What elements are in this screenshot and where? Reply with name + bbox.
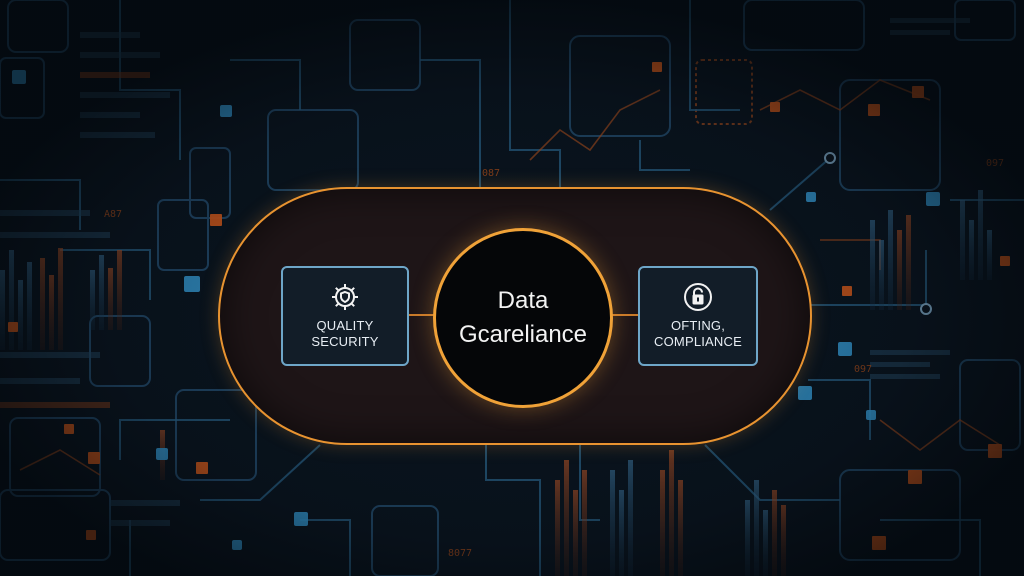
bg-label-1: A87	[104, 209, 122, 220]
bg-label-5: 097	[854, 364, 872, 375]
hub-title-line1: Data	[497, 287, 549, 314]
security-label: SECURITY	[311, 334, 379, 349]
ofting-label: OFTING,	[670, 318, 726, 333]
bg-label-4: 097	[986, 158, 1004, 169]
compliance-module[interactable]: OFTING, COMPLIANCE	[638, 266, 758, 366]
bg-label-3: 8077	[448, 548, 472, 559]
data-governance-hub[interactable]: Data Gcareliance	[433, 228, 613, 408]
gear-shield-icon	[332, 284, 358, 310]
right-connector	[611, 314, 639, 316]
hub-title-line2: Gcareliance	[458, 321, 588, 348]
quality-security-module[interactable]: QUALITY SECURITY	[281, 266, 409, 366]
lock-badge-icon	[684, 283, 712, 311]
left-connector	[409, 314, 435, 316]
bg-label-2: 087	[482, 168, 500, 179]
quality-label: QUALITY	[316, 318, 374, 333]
compliance-label: COMPLIANCE	[654, 334, 742, 349]
